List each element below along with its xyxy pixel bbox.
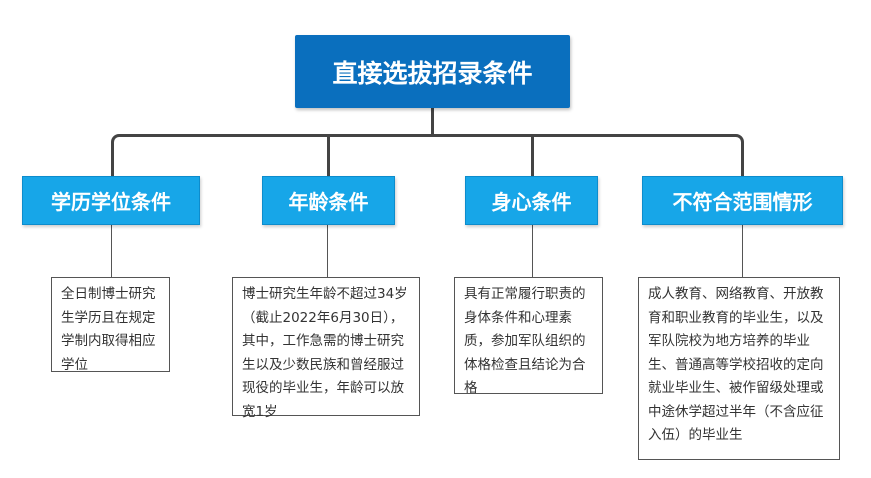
branch-connector	[111, 134, 744, 177]
detail-exclusions: 成人教育、网络教育、开放教育和职业教育的毕业生，以及军队院校为地方培养的毕业生、…	[638, 277, 840, 460]
category-education: 学历学位条件	[22, 176, 200, 225]
detail-education: 全日制博士研究生学历且在规定学制内取得相应学位	[51, 277, 170, 373]
branch-connector-2	[327, 134, 330, 177]
root-connector	[431, 108, 434, 137]
category-health: 身心条件	[465, 176, 598, 225]
category-exclusions: 不符合范围情形	[642, 176, 843, 225]
detail-connector-4	[742, 225, 743, 277]
detail-connector-1	[111, 225, 112, 277]
detail-connector-2	[327, 225, 328, 277]
detail-health: 具有正常履行职责的身体条件和心理素质，参加军队组织的体格检查且结论为合格	[454, 277, 603, 396]
detail-age: 博士研究生年龄不超过34岁（截止2022年6月30日），其中，工作急需的博士研究…	[232, 277, 420, 420]
branch-connector-3	[531, 134, 534, 177]
detail-connector-3	[532, 225, 533, 277]
root-node: 直接选拔招录条件	[295, 35, 570, 108]
category-age: 年龄条件	[262, 176, 395, 225]
